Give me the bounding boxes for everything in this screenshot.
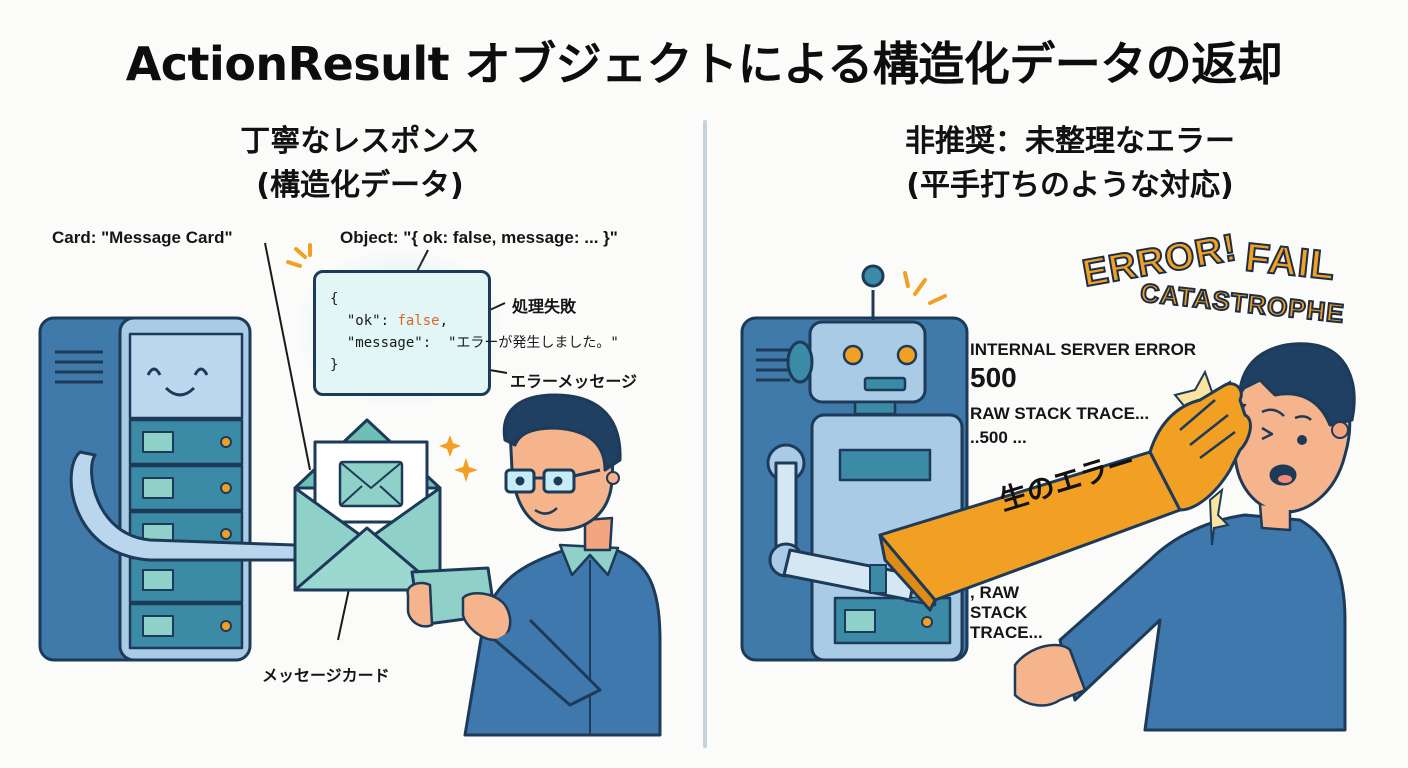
smiling-server-icon bbox=[38, 316, 308, 662]
code-ok-value: false bbox=[397, 313, 440, 329]
happy-user-icon bbox=[406, 393, 662, 737]
card-label: Card: "Message Card" bbox=[52, 228, 233, 247]
json-code-card bbox=[313, 270, 491, 396]
code-ok-key: "ok": bbox=[330, 313, 398, 329]
error-line-stack2: STACK bbox=[970, 603, 1028, 622]
left-heading-line2: (構造化データ) bbox=[256, 168, 464, 203]
failure-label: 処理失敗 bbox=[512, 297, 577, 316]
error-line-raw: , RAW bbox=[970, 583, 1020, 602]
error-line-internal: INTERNAL SERVER ERROR bbox=[970, 340, 1197, 359]
code-ok-comma: , bbox=[439, 313, 449, 329]
diagram-title: ActionResult オブジェクトによる構造化データの返却 bbox=[125, 37, 1283, 91]
error-line-500: ..500 ... bbox=[970, 428, 1027, 447]
panel-divider bbox=[703, 120, 707, 748]
error-line-trace: TRACE... bbox=[970, 623, 1043, 642]
sparkle-icon bbox=[439, 435, 478, 482]
right-panel-heading: 非推奨：未整理なエラー (平手打ちのような対応) bbox=[800, 120, 1340, 208]
raw-error-arm-icon bbox=[878, 382, 1252, 612]
code-close-brace: } bbox=[330, 357, 339, 373]
envelope-icon bbox=[293, 418, 442, 592]
json-code-block: { "ok": false, "message": "エラーが発生しました。" … bbox=[330, 288, 619, 376]
object-label: Object: "{ ok: false, message: ... }" bbox=[340, 228, 618, 247]
code-open-brace: { bbox=[330, 291, 339, 307]
right-heading-line1: 非推奨：未整理なエラー bbox=[905, 124, 1235, 159]
alert-rays-icon bbox=[903, 271, 947, 305]
shout-fail: FAIL bbox=[1242, 234, 1339, 289]
left-heading-line1: 丁寧なレスポンス bbox=[240, 124, 480, 159]
error-message-label: エラーメッセージ bbox=[510, 372, 638, 391]
code-message-line: "message": "エラーが発生しました。" bbox=[330, 335, 619, 351]
message-card-label: メッセージカード bbox=[262, 666, 390, 685]
left-panel-heading: 丁寧なレスポンス (構造化データ) bbox=[150, 120, 570, 208]
error-line-code: 500 bbox=[970, 362, 1017, 393]
right-heading-line2: (平手打ちのような対応) bbox=[906, 168, 1234, 203]
error-line-stack: RAW STACK TRACE... bbox=[970, 404, 1150, 423]
slapped-user-icon bbox=[1013, 342, 1356, 732]
